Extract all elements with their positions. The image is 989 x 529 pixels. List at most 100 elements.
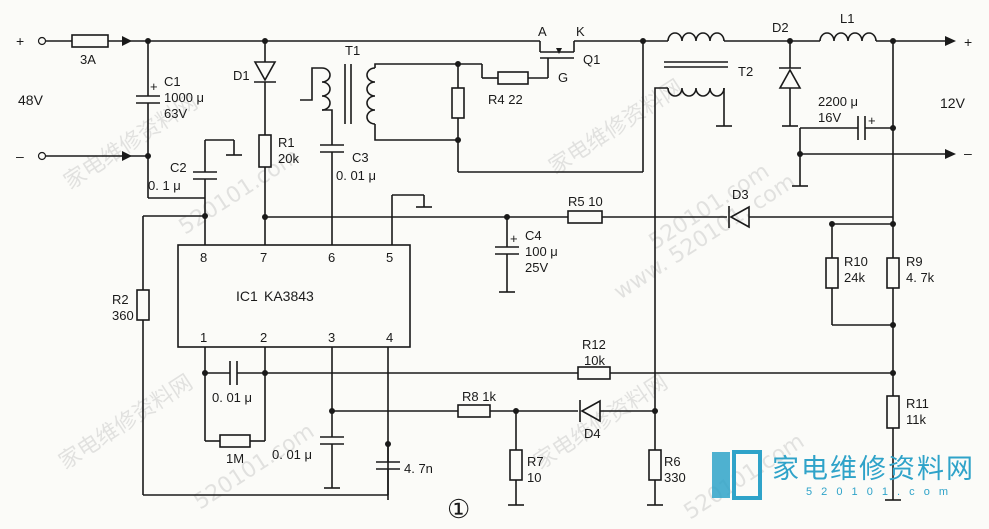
- input-voltage-label: 48V: [18, 92, 44, 108]
- svg-text:R8 1k: R8 1k: [462, 389, 496, 404]
- capacitor-c2: C2 0. 1 μ: [148, 139, 242, 245]
- logo-url: 5 2 0 1 0 1 . c o m: [806, 486, 951, 498]
- svg-text:10: 10: [527, 470, 541, 485]
- watermark-url: 520101.com: [190, 419, 319, 515]
- inductor-l1: L1: [790, 11, 877, 42]
- input-terminals: + – 48V: [16, 33, 47, 164]
- svg-text:R5 10: R5 10: [568, 194, 603, 209]
- resistor-r9: R9 4. 7k: [886, 254, 935, 289]
- svg-text:20k: 20k: [278, 151, 299, 166]
- svg-text:R6: R6: [664, 454, 681, 469]
- svg-text:R10: R10: [844, 254, 868, 269]
- ic-pin-4: 4: [386, 330, 393, 345]
- watermark-layer: 家电维修资料网 520101.com 家电维修资料网 520101.com ww…: [55, 75, 809, 525]
- capacitor-c1: + C1 1000 μ 63V: [136, 41, 204, 198]
- t2-label: T2: [738, 64, 753, 79]
- svg-text:2200 μ: 2200 μ: [818, 94, 858, 109]
- site-logo: 家电维修资料网 5 2 0 1 0 1 . c o m: [712, 450, 975, 500]
- ic1-ka3843: IC1 KA3843 8 7 6 5 1 2 3 4: [177, 244, 411, 348]
- ic1-part: KA3843: [264, 288, 314, 304]
- c1-plus: +: [150, 79, 158, 94]
- c4-plus: +: [510, 231, 518, 246]
- watermark-site: 家电维修资料网: [55, 370, 198, 475]
- d4-label: D4: [584, 426, 601, 441]
- svg-text:24k: 24k: [844, 270, 865, 285]
- svg-text:C4: C4: [525, 228, 542, 243]
- watermark-url: www. 520101. com: [610, 169, 800, 305]
- svg-text:R11: R11: [906, 396, 929, 411]
- output-plus-label: +: [964, 34, 972, 50]
- svg-text:1M: 1M: [226, 451, 244, 466]
- svg-text:16V: 16V: [818, 110, 841, 125]
- svg-text:0. 1 μ: 0. 1 μ: [148, 178, 181, 193]
- resistor-r11: R11 11k: [886, 395, 929, 429]
- capacitor-pin12: 0. 01 μ: [205, 361, 265, 405]
- resistor-r2: R2 360: [112, 216, 150, 495]
- ic-pin-2: 2: [260, 330, 267, 345]
- svg-text:R2: R2: [112, 292, 129, 307]
- ic-pin-3: 3: [328, 330, 335, 345]
- resistor-r12: R12 10k: [577, 337, 611, 380]
- svg-text:100 μ: 100 μ: [525, 244, 558, 259]
- watermark-site: 家电维修资料网: [545, 75, 688, 180]
- svg-text:R4 22: R4 22: [488, 92, 523, 107]
- resistor-r10: R10 24k: [825, 224, 868, 325]
- input-minus-label: –: [16, 148, 24, 164]
- output-minus-label: –: [964, 145, 972, 161]
- svg-text:360: 360: [112, 308, 134, 323]
- logo-book: [732, 450, 762, 500]
- logo-text: 家电维修资料网: [772, 454, 975, 485]
- ic1-designator: IC1: [236, 288, 258, 304]
- transformer-t2: T2: [654, 32, 790, 395]
- svg-text:0. 01 μ: 0. 01 μ: [272, 447, 312, 462]
- svg-text:R1: R1: [278, 135, 295, 150]
- svg-text:R12: R12: [582, 337, 606, 352]
- svg-text:4. 7k: 4. 7k: [906, 270, 935, 285]
- svg-text:0. 01 μ: 0. 01 μ: [336, 168, 376, 183]
- watermark-site: 家电维修资料网: [530, 370, 673, 475]
- fuse-body: [71, 34, 109, 48]
- d1-label: D1: [233, 68, 250, 83]
- capacitor-pin4: 4. 7n: [376, 444, 433, 500]
- output-voltage-label: 12V: [940, 95, 966, 111]
- logo-bar-left: [712, 452, 730, 498]
- svg-text:25V: 25V: [525, 260, 548, 275]
- resistor-gate-shunt: [451, 64, 465, 172]
- ic-pin-5: 5: [386, 250, 393, 265]
- ic-pin-1: 1: [200, 330, 207, 345]
- ic-pin-6: 6: [328, 250, 335, 265]
- resistor-r6: R6 330: [647, 395, 686, 506]
- resistor-1m: 1M: [205, 434, 265, 466]
- resistor-r7: R7 10: [508, 411, 544, 506]
- svg-text:C2: C2: [170, 160, 187, 175]
- capacitor-c4: + C4 100 μ 25V: [495, 217, 558, 293]
- svg-text:63V: 63V: [164, 106, 187, 121]
- transistor-q1: A K G Q1: [538, 24, 600, 85]
- capacitor-pin3: 0. 01 μ: [272, 436, 344, 489]
- capacitor-c3: C3 0. 01 μ: [320, 144, 376, 245]
- q1-pin-g: G: [558, 70, 568, 85]
- d3-label: D3: [732, 187, 749, 202]
- svg-text:10k: 10k: [584, 353, 605, 368]
- transformer-t1: T1: [300, 43, 458, 145]
- diode-d2: D2: [772, 20, 802, 127]
- diode-d1: D1: [233, 41, 277, 135]
- input-minus-terminal: [37, 151, 47, 161]
- resistor-r5: R5 10: [567, 194, 603, 224]
- svg-text:4. 7n: 4. 7n: [404, 461, 433, 476]
- l1-label: L1: [840, 11, 854, 26]
- svg-text:R9: R9: [906, 254, 923, 269]
- t1-label: T1: [345, 43, 360, 58]
- svg-text:R7: R7: [527, 454, 544, 469]
- q1-pin-a: A: [538, 24, 547, 39]
- svg-text:0. 01 μ: 0. 01 μ: [212, 390, 252, 405]
- svg-text:11k: 11k: [906, 412, 926, 427]
- svg-text:C1: C1: [164, 74, 181, 89]
- svg-text:C3: C3: [352, 150, 369, 165]
- cout-plus: +: [868, 113, 876, 128]
- ic-pin-8: 8: [200, 250, 207, 265]
- svg-text:330: 330: [664, 470, 686, 485]
- resistor-r1: R1 20k: [258, 134, 299, 245]
